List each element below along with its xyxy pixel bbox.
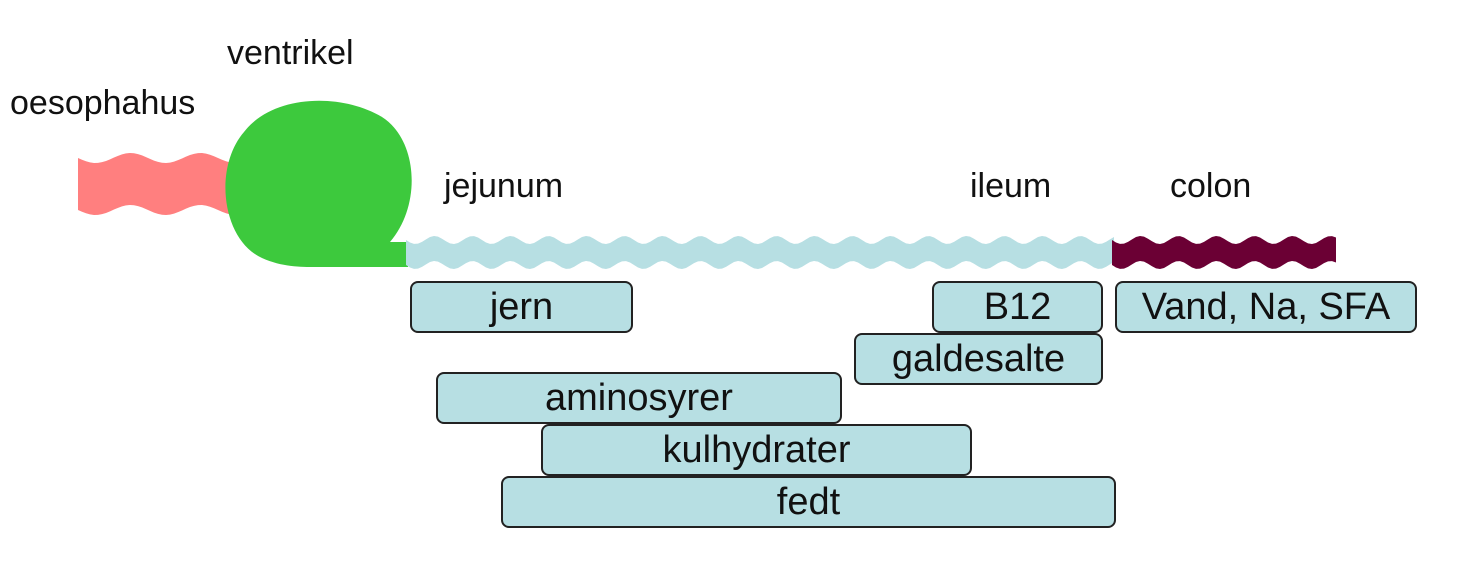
oesophagus-label: oesophahus (10, 84, 196, 122)
absorption-box-galdesalte: galdesalte (854, 333, 1103, 385)
absorption-box-kulhydrater: kulhydrater (541, 424, 972, 476)
oesophagus-shape (78, 153, 250, 215)
absorption-box-b12: B12 (932, 281, 1103, 333)
colon-label: colon (1170, 167, 1252, 205)
absorption-box-aminosyrer: aminosyrer (436, 372, 842, 424)
absorption-box-vand-na-sfa: Vand, Na, SFA (1115, 281, 1417, 333)
jejunum-label: jejunum (444, 167, 564, 205)
absorption-box-fedt: fedt (501, 476, 1116, 528)
ileum-label: ileum (970, 167, 1052, 205)
colon-shape (1112, 236, 1336, 269)
small-intestine-shape (406, 236, 1114, 269)
ventricle-label: ventrikel (227, 34, 354, 72)
absorption-box-jern: jern (410, 281, 633, 333)
ventricle-shape (225, 100, 412, 267)
